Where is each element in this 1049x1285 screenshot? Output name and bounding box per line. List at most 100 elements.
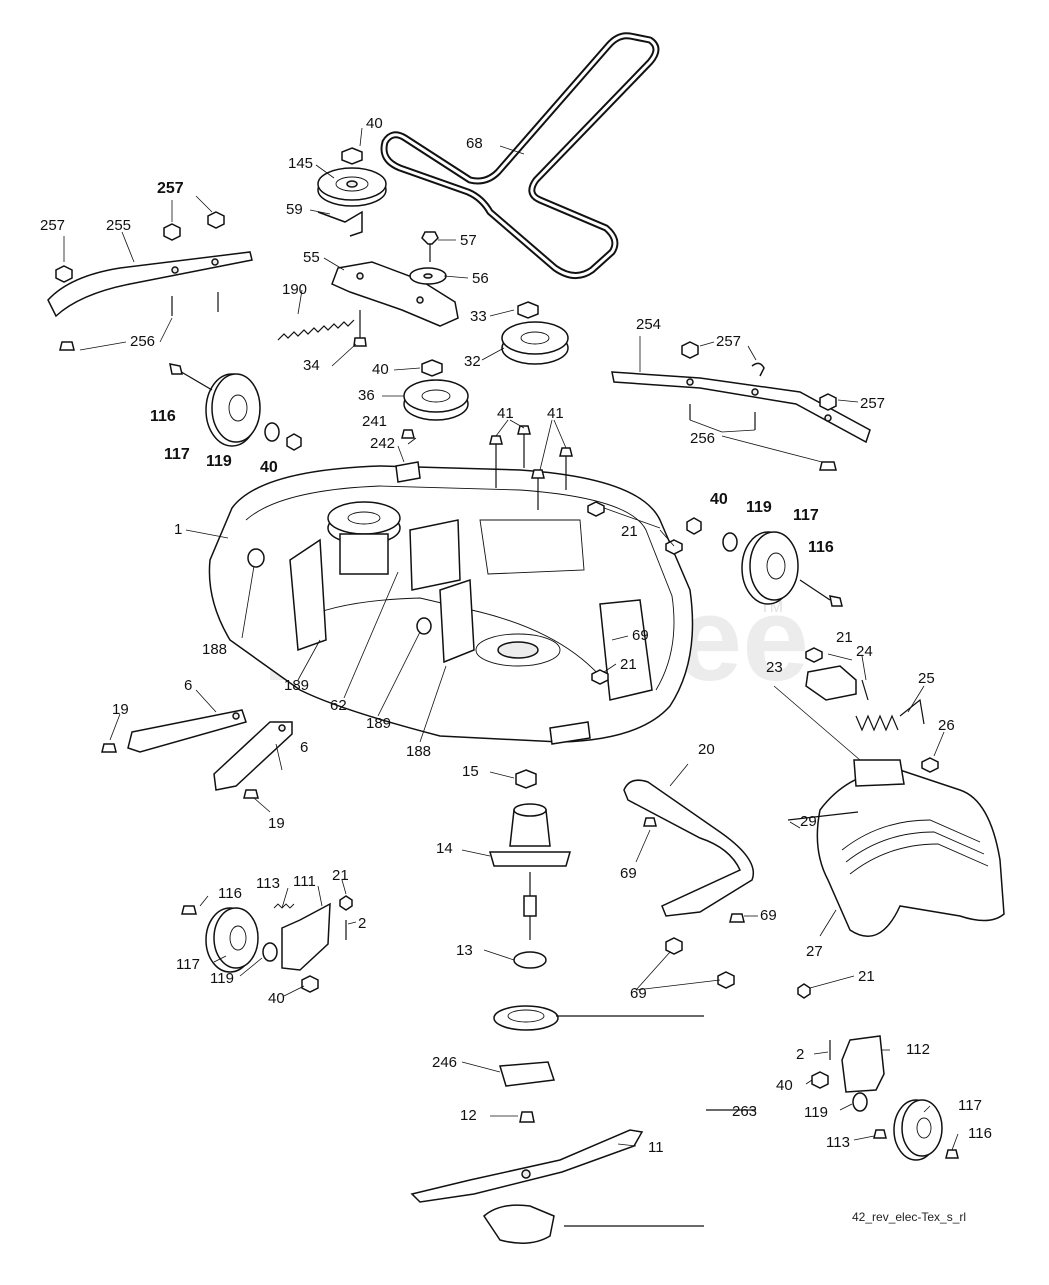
nut-icon — [819, 393, 837, 411]
callout-40c: 40 — [260, 459, 278, 476]
callout-188: 188 — [202, 641, 227, 658]
nut-icon — [286, 433, 302, 451]
callout-33: 33 — [470, 308, 487, 325]
callout-40: 40 — [366, 115, 383, 132]
callout-257: 257 — [40, 217, 65, 234]
nut-icon — [421, 359, 443, 377]
bolt-icon — [729, 913, 745, 923]
belt-cover-icon — [816, 759, 1005, 937]
idler-arm-icon — [331, 261, 459, 327]
callout-119b: 119 — [746, 499, 772, 516]
leader-lines — [63, 127, 959, 1151]
callout-257b: 257 — [157, 180, 184, 197]
callout-12: 12 — [460, 1107, 477, 1124]
callout-19b: 19 — [268, 815, 285, 832]
callout-62: 62 — [330, 697, 347, 714]
spindle-housing-icon — [489, 803, 571, 969]
pulley-icon — [403, 379, 469, 421]
callout-2b: 2 — [796, 1046, 804, 1063]
nut-icon — [301, 975, 319, 993]
callout-21b: 21 — [620, 656, 637, 673]
nut-icon — [921, 757, 939, 773]
callout-26: 26 — [938, 717, 955, 734]
callout-116: 116 — [150, 408, 176, 425]
callout-111: 111 — [293, 873, 316, 890]
callout-29: 29 — [800, 813, 817, 830]
bolt-icon — [243, 789, 259, 799]
callout-189: 189 — [284, 677, 309, 694]
link-rod-icon — [127, 709, 293, 791]
callout-15: 15 — [462, 763, 479, 780]
bolt-icon — [181, 905, 197, 915]
washer-icon — [722, 532, 738, 552]
callout-256: 256 — [130, 333, 155, 350]
callout-117: 117 — [164, 446, 190, 463]
spindle-housing-icon — [493, 1005, 559, 1123]
callout-113b: 113 — [826, 1134, 850, 1151]
callout-32: 32 — [464, 353, 481, 370]
callout-34: 34 — [303, 357, 320, 374]
washer-icon — [409, 267, 447, 285]
callout-68: 68 — [466, 135, 483, 152]
gauge-wheel-icon — [205, 907, 259, 973]
callout-69b: 69 — [620, 865, 637, 882]
callout-257d: 257 — [860, 395, 885, 412]
callout-2: 2 — [358, 915, 366, 932]
callout-145: 145 — [288, 155, 313, 172]
bracket-icon — [317, 210, 363, 237]
callout-21: 21 — [621, 523, 638, 540]
nut-icon — [805, 647, 823, 663]
callout-6: 6 — [184, 677, 192, 694]
callout-256b: 256 — [690, 430, 715, 447]
callout-69d: 69 — [630, 985, 647, 1002]
callout-25: 25 — [918, 670, 935, 687]
callout-56: 56 — [472, 270, 489, 287]
callout-263: 263 — [732, 1103, 757, 1120]
bolt-icon — [421, 231, 439, 262]
callout-188b: 188 — [406, 743, 431, 760]
bracket-icon — [805, 665, 857, 701]
washer-icon — [264, 422, 280, 442]
gauge-wheel-icon — [893, 1099, 943, 1161]
callout-119: 119 — [206, 453, 232, 470]
callout-21c: 21 — [836, 629, 853, 646]
bolt-icon — [873, 1129, 887, 1139]
spindle-housing-icon — [483, 1204, 555, 1244]
spring-icon — [855, 698, 925, 732]
callout-59: 59 — [286, 201, 303, 218]
callout-190: 190 — [282, 281, 307, 298]
callout-labels: 68 40 145 59 57 56 55 190 33 32 34 40 36… — [40, 115, 992, 1156]
callout-11: 11 — [648, 1139, 664, 1156]
callout-255: 255 — [106, 217, 131, 234]
nut-icon — [517, 301, 539, 319]
callout-113: 113 — [256, 875, 280, 892]
callout-6b: 6 — [300, 739, 308, 756]
callout-19: 19 — [112, 701, 129, 718]
callout-21e: 21 — [858, 968, 875, 985]
callout-21d: 21 — [332, 867, 349, 884]
nut-icon — [341, 147, 363, 165]
callout-41b: 41 — [547, 405, 564, 422]
nut-icon — [686, 517, 702, 535]
callout-40f: 40 — [776, 1077, 793, 1094]
nut-icon — [339, 895, 353, 911]
callout-40e: 40 — [268, 990, 285, 1007]
bolt-icon — [59, 292, 219, 351]
callout-246: 246 — [432, 1054, 457, 1071]
callout-119c: 119 — [210, 970, 234, 987]
nut-icon — [55, 265, 73, 283]
bolt-icon — [945, 1149, 959, 1159]
pulley-icon — [501, 321, 569, 365]
callout-40b: 40 — [372, 361, 389, 378]
nut-icon — [587, 501, 605, 517]
callout-41: 41 — [497, 405, 514, 422]
blade-icon — [410, 1129, 644, 1203]
washer-icon — [852, 1092, 868, 1112]
nut-icon — [797, 983, 811, 999]
nut-icon — [401, 429, 415, 439]
callout-40d: 40 — [710, 491, 728, 508]
callout-241: 241 — [362, 413, 387, 430]
bolt-icon — [353, 310, 367, 347]
callout-254: 254 — [636, 316, 661, 333]
